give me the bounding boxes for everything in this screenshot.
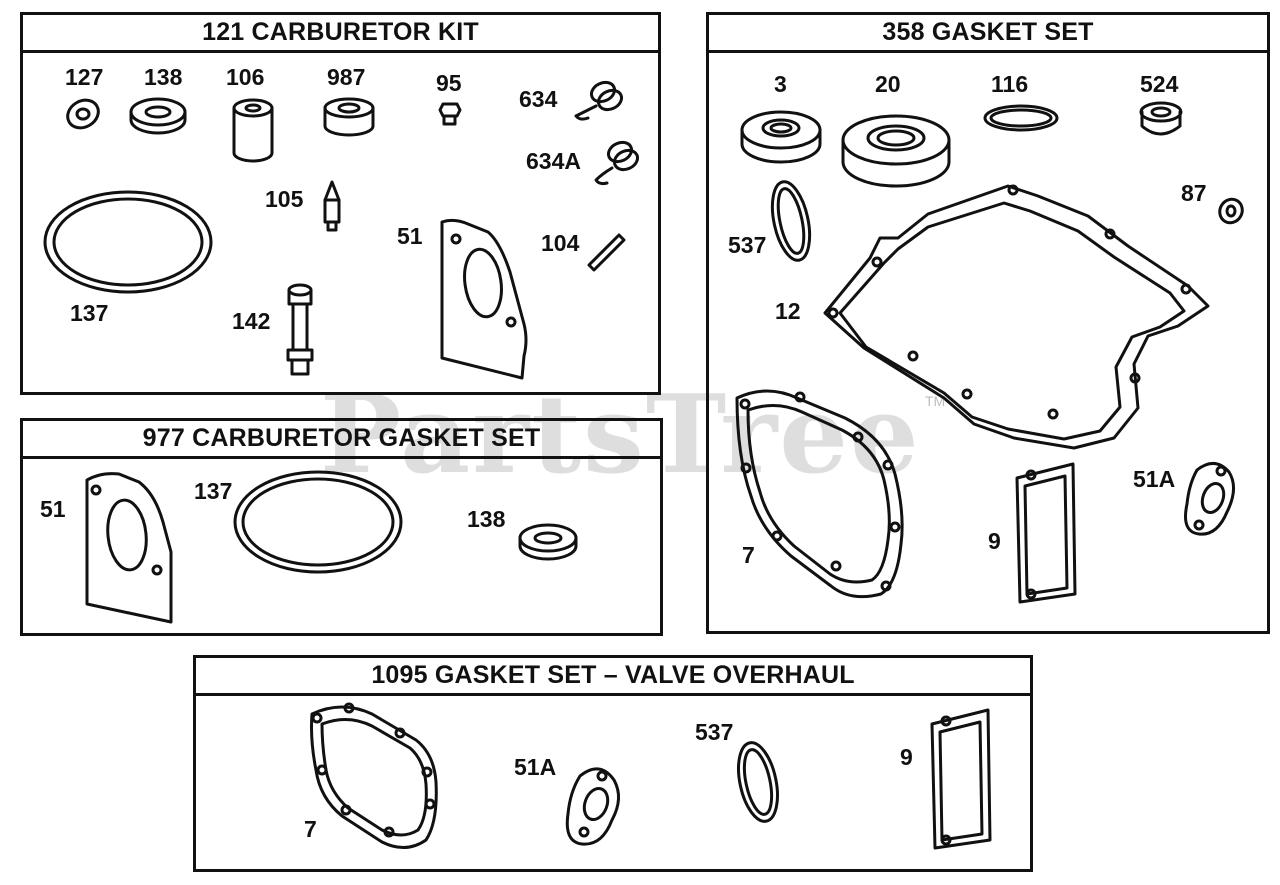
label-20: 20: [875, 71, 901, 97]
label-127: 127: [65, 64, 104, 90]
label-3: 3: [774, 71, 787, 97]
carburetor-gasket-set-title: 977 CARBURETOR GASKET SET: [23, 421, 660, 459]
label-95: 95: [436, 70, 462, 96]
label-524: 524: [1140, 71, 1179, 97]
label-137-977: 137: [194, 478, 233, 504]
label-7-1095: 7: [304, 816, 317, 842]
valve-overhaul-title: 1095 GASKET SET – VALVE OVERHAUL: [196, 658, 1030, 696]
label-7: 7: [742, 542, 755, 568]
label-104: 104: [541, 230, 580, 256]
label-9-1095: 9: [900, 744, 913, 770]
label-105: 105: [265, 186, 304, 212]
label-537-1095: 537: [695, 719, 734, 745]
valve-overhaul-panel: 1095 GASKET SET – VALVE OVERHAUL: [193, 655, 1033, 872]
label-51a: 51A: [1133, 466, 1176, 492]
gasket-set-title: 358 GASKET SET: [709, 15, 1267, 53]
label-9: 9: [988, 528, 1001, 554]
label-138-977: 138: [467, 506, 506, 532]
carburetor-kit-panel: 121 CARBURETOR KIT: [20, 12, 661, 395]
label-537: 537: [728, 232, 767, 258]
carburetor-gasket-set-panel: 977 CARBURETOR GASKET SET: [20, 418, 663, 636]
gasket-set-panel: 358 GASKET SET: [706, 12, 1270, 634]
label-51: 51: [397, 223, 423, 249]
label-87: 87: [1181, 180, 1207, 206]
label-116: 116: [991, 71, 1029, 97]
label-137: 137: [70, 300, 109, 326]
label-142: 142: [232, 308, 271, 334]
label-106: 106: [226, 64, 265, 90]
label-138: 138: [144, 64, 183, 90]
carburetor-kit-title: 121 CARBURETOR KIT: [23, 15, 658, 53]
label-51a-1095: 51A: [514, 754, 557, 780]
label-987: 987: [327, 64, 366, 90]
label-51-977: 51: [40, 496, 66, 522]
label-634a: 634A: [526, 148, 581, 174]
label-634: 634: [519, 86, 558, 112]
label-12: 12: [775, 298, 801, 324]
